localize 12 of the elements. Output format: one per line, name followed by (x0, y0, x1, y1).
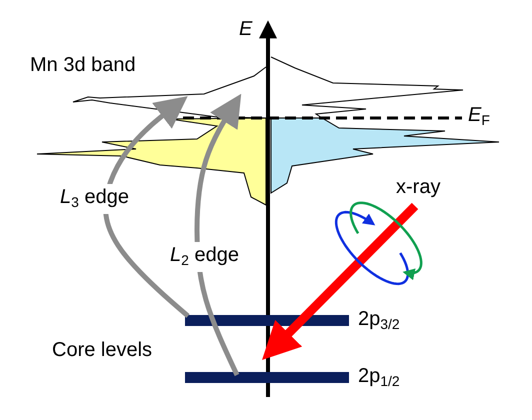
axis-label: E (239, 18, 252, 40)
energy-level-bar (185, 372, 349, 383)
edge-label: L$_{3}$ edge (58, 184, 131, 214)
level-label: 2p$_{1/2}$ (358, 365, 400, 387)
band-label: Mn 3d band (30, 54, 136, 76)
level-label: 2p$_{3/2}$ (358, 308, 400, 330)
edge-label: L$_{2}$ edge (168, 242, 241, 272)
transition-arrow (103, 96, 190, 318)
transition-arrow (194, 94, 242, 376)
fermi-level-label: E$_{F}$ (468, 104, 490, 126)
x-ray-label: x-ray (396, 176, 440, 198)
core-levels-label: Core levels (52, 339, 152, 361)
